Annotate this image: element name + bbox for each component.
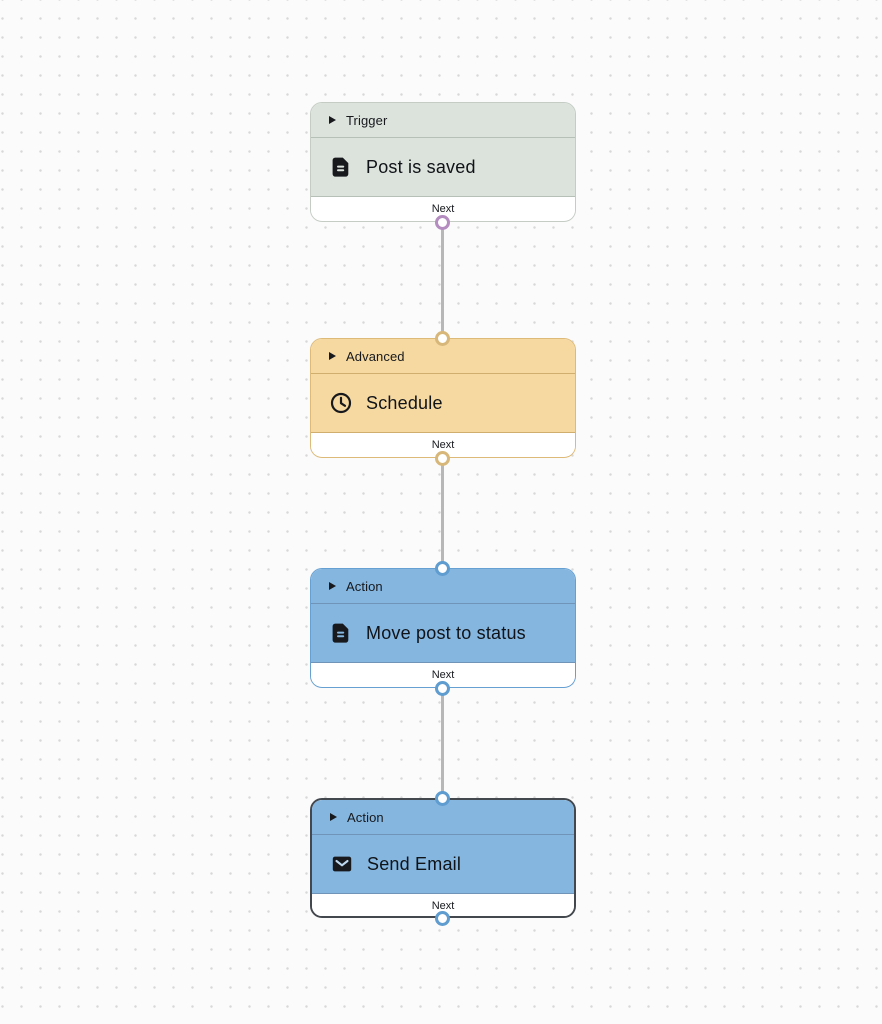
next-port-label: Next [431,202,455,215]
disclosure-triangle-icon[interactable] [329,582,336,590]
port-advanced-output[interactable] [435,451,450,466]
node-footer: Next [311,663,575,686]
port-trigger-output[interactable] [435,215,450,230]
node-body[interactable]: Send Email [312,835,574,894]
connector-advanced-to-action1 [441,458,444,568]
node-footer: Next [311,197,575,220]
disclosure-triangle-icon[interactable] [330,813,337,821]
disclosure-triangle-icon[interactable] [329,116,336,124]
email-icon [332,856,352,872]
next-port-label: Next [431,899,455,912]
connector-trigger-to-advanced [441,222,444,338]
node-category-label: Action [347,809,384,825]
node-title: Send Email [367,853,462,874]
node-footer: Next [312,894,574,916]
connector-action1-to-action2 [441,688,444,798]
port-advanced-input[interactable] [435,331,450,346]
next-port-label: Next [431,668,455,681]
next-port-label: Next [431,438,455,451]
node-action-send-email[interactable]: Action Send Email Next [310,798,576,918]
port-action1-output[interactable] [435,681,450,696]
node-header[interactable]: Trigger [311,103,575,138]
node-title: Move post to status [366,622,526,643]
port-action1-input[interactable] [435,561,450,576]
document-icon [332,157,349,177]
port-action2-output[interactable] [435,911,450,926]
node-body[interactable]: Post is saved [311,138,575,197]
node-title: Schedule [366,392,443,413]
node-action-move-post-to-status[interactable]: Action Move post to status Next [310,568,576,688]
node-category-label: Trigger [346,112,388,128]
node-body[interactable]: Schedule [311,374,575,433]
node-category-label: Action [346,578,383,594]
port-action2-input[interactable] [435,791,450,806]
node-footer: Next [311,433,575,456]
disclosure-triangle-icon[interactable] [329,352,336,360]
document-icon [332,623,349,643]
node-trigger-post-is-saved[interactable]: Trigger Post is saved Next [310,102,576,222]
node-advanced-schedule[interactable]: Advanced Schedule Next [310,338,576,458]
clock-icon [330,392,352,414]
node-title: Post is saved [366,156,476,177]
node-category-label: Advanced [346,348,405,364]
node-body[interactable]: Move post to status [311,604,575,663]
